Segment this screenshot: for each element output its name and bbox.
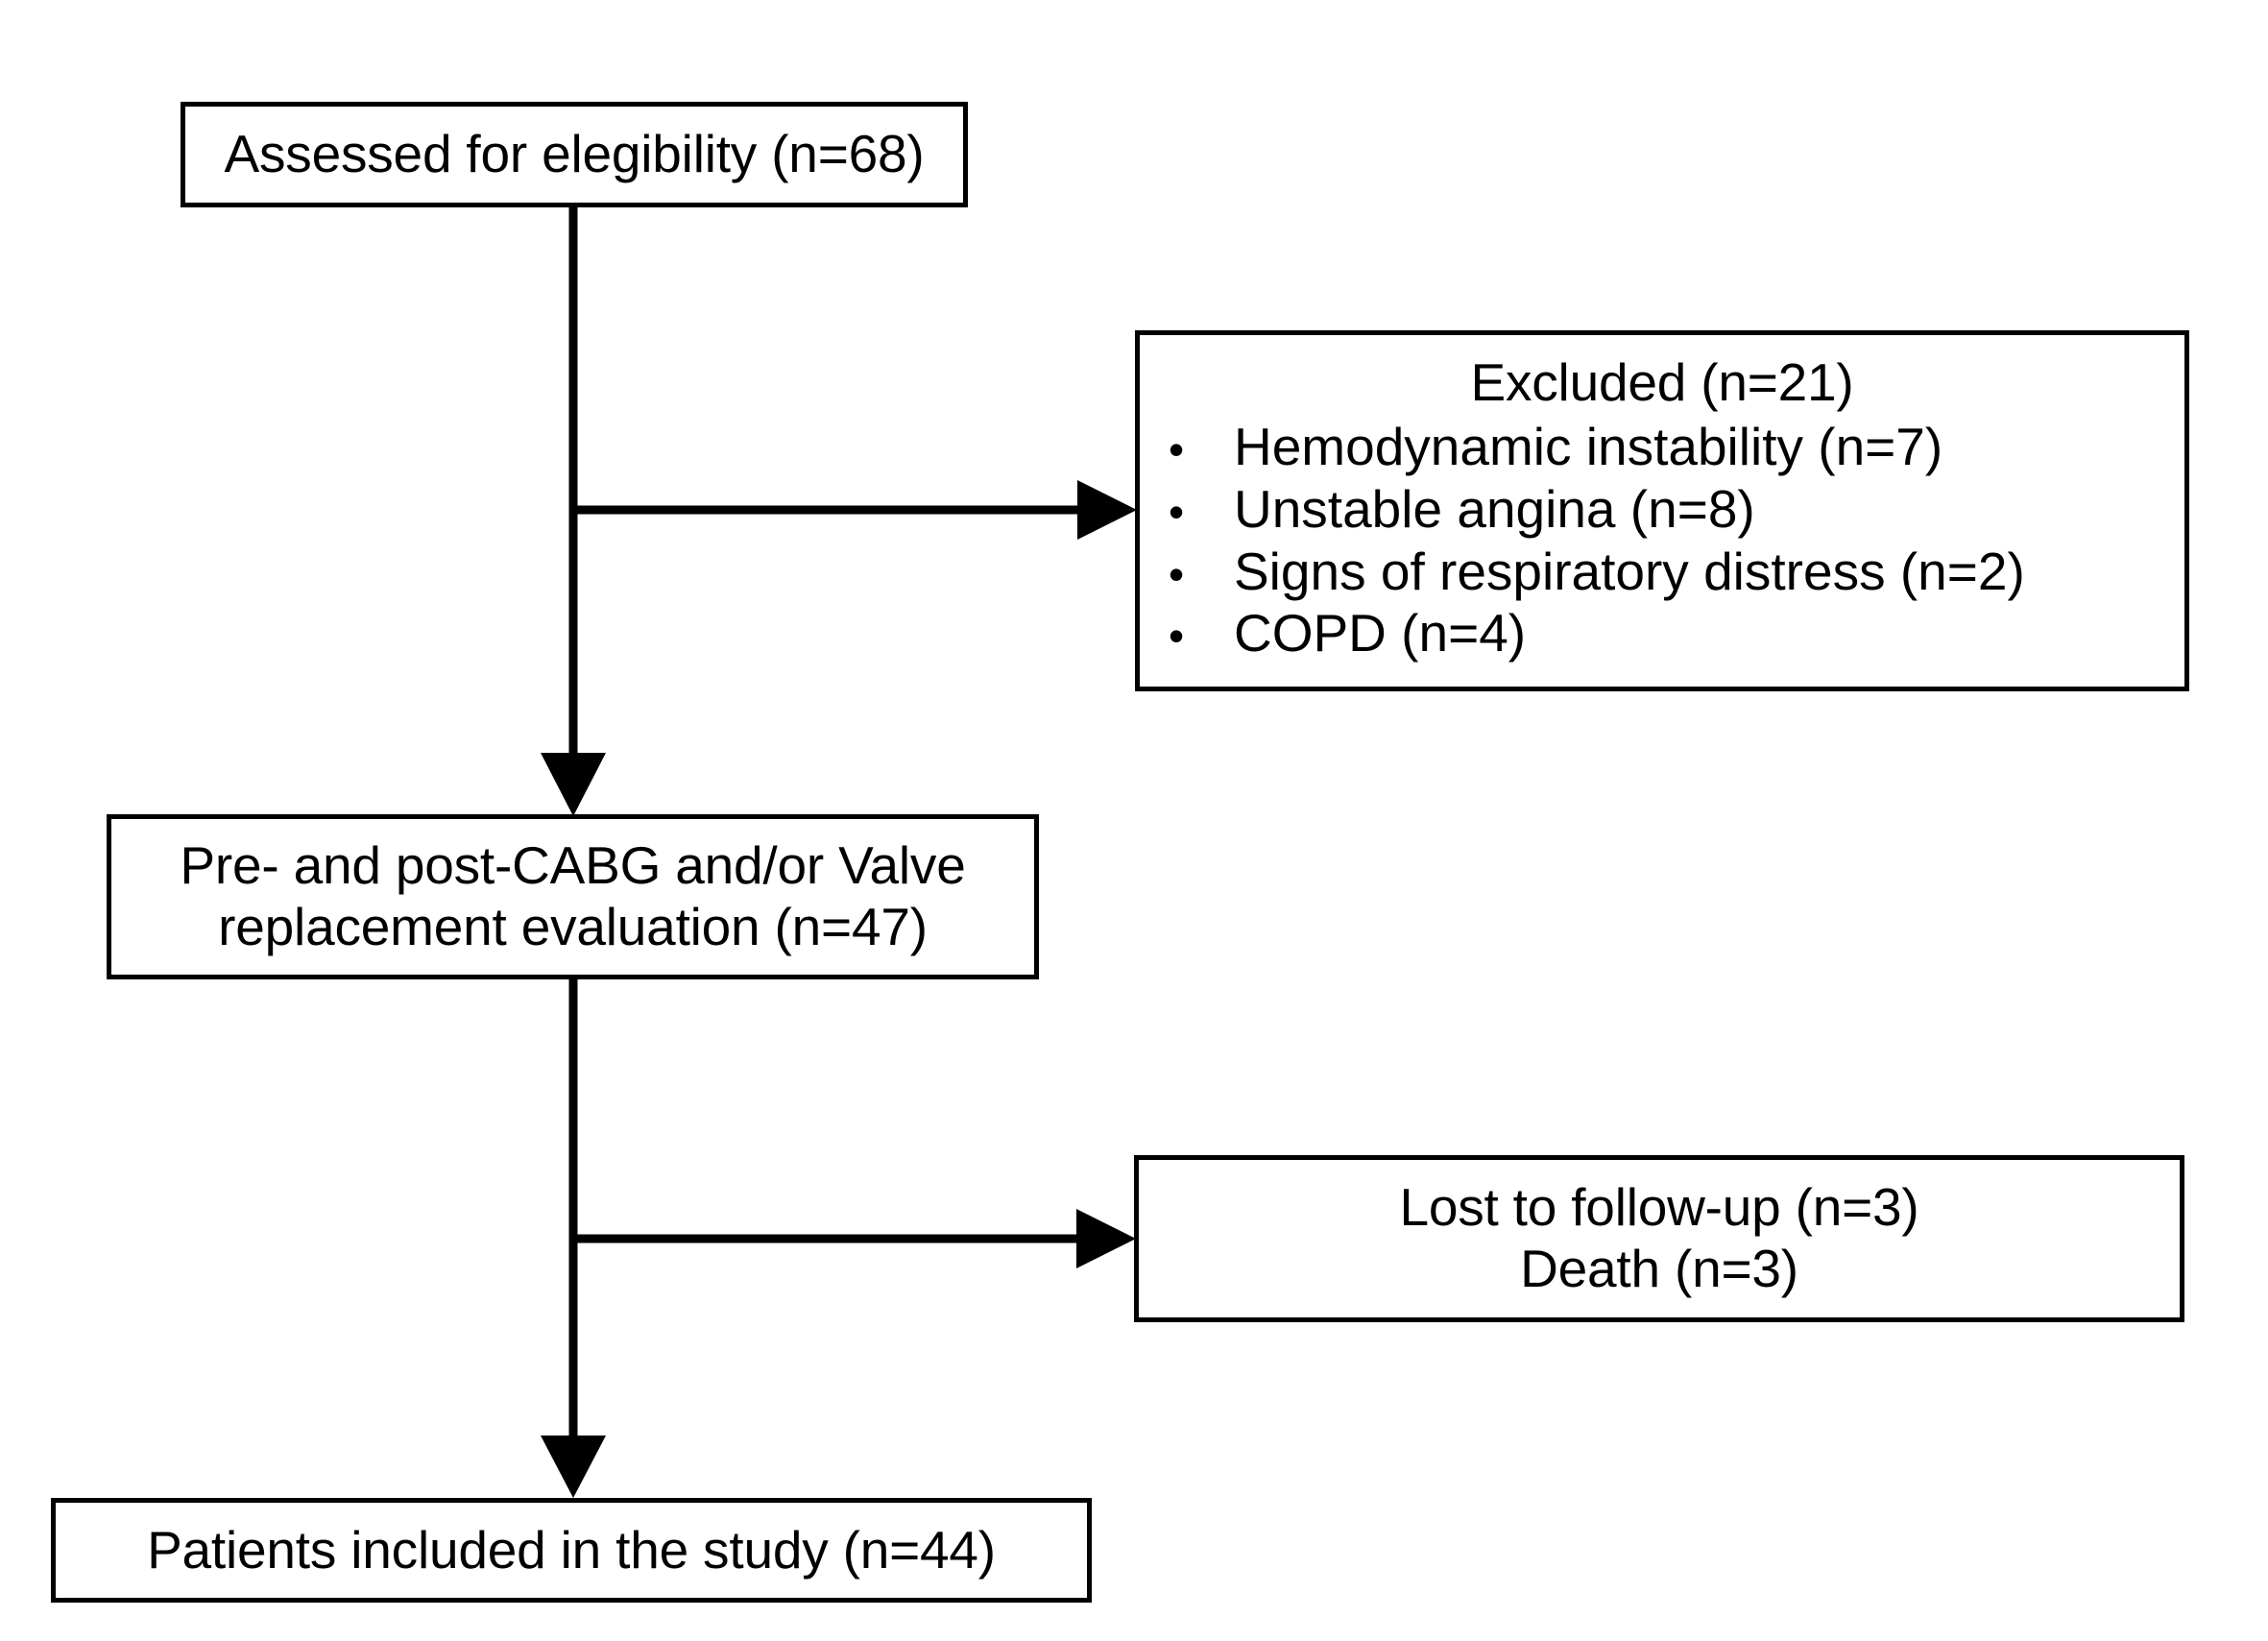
excluded-reason-label: Hemodynamic instability (n=7)	[1234, 416, 1943, 476]
node-excluded-heading: Excluded (n=21)	[1470, 352, 1854, 412]
bullet-icon: •	[1169, 611, 1185, 662]
excluded-reason-label: Signs of respiratory distress (n=2)	[1234, 541, 2025, 601]
node-patients-included[interactable]: Patients included in the study (n=44)	[51, 1498, 1092, 1603]
node-assessed-for-eligibility[interactable]: Assessed for elegibility (n=68)	[181, 102, 968, 207]
node-lost-to-followup[interactable]: Lost to follow-up (n=3) Death (n=3)	[1134, 1155, 2184, 1322]
excluded-reason-list: • Hemodynamic instability (n=7) • Unstab…	[1140, 416, 2025, 665]
list-item: • Unstable angina (n=8)	[1169, 478, 2025, 541]
excluded-reason-label: Unstable angina (n=8)	[1234, 478, 1755, 539]
node-lost-line1: Lost to follow-up (n=3)	[1399, 1177, 1919, 1238]
node-evaluation-line2: replacement evaluation (n=47)	[218, 897, 928, 956]
node-assessed-label: Assessed for elegibility (n=68)	[224, 124, 925, 184]
node-cabg-valve-evaluation[interactable]: Pre- and post-CABG and/or Valve replacem…	[107, 814, 1039, 979]
list-item: • Signs of respiratory distress (n=2)	[1169, 541, 2025, 603]
node-included-label: Patients included in the study (n=44)	[147, 1519, 996, 1580]
node-lost-line2: Death (n=3)	[1520, 1239, 1798, 1298]
connector-evaluation-to-included	[541, 979, 606, 1498]
connector-evaluation-to-lost	[573, 1209, 1136, 1268]
excluded-reason-label: COPD (n=4)	[1234, 603, 1527, 664]
bullet-icon: •	[1169, 548, 1185, 599]
bullet-icon: •	[1169, 486, 1185, 537]
bullet-icon: •	[1169, 423, 1185, 474]
node-excluded[interactable]: Excluded (n=21) • Hemodynamic instabilit…	[1135, 330, 2189, 691]
connector-assessed-to-excluded	[573, 480, 1137, 540]
list-item: • COPD (n=4)	[1169, 602, 2025, 664]
list-item: • Hemodynamic instability (n=7)	[1169, 416, 2025, 478]
connector-assessed-to-evaluation	[541, 207, 606, 816]
node-evaluation-line1: Pre- and post-CABG and/or Valve	[180, 835, 966, 896]
